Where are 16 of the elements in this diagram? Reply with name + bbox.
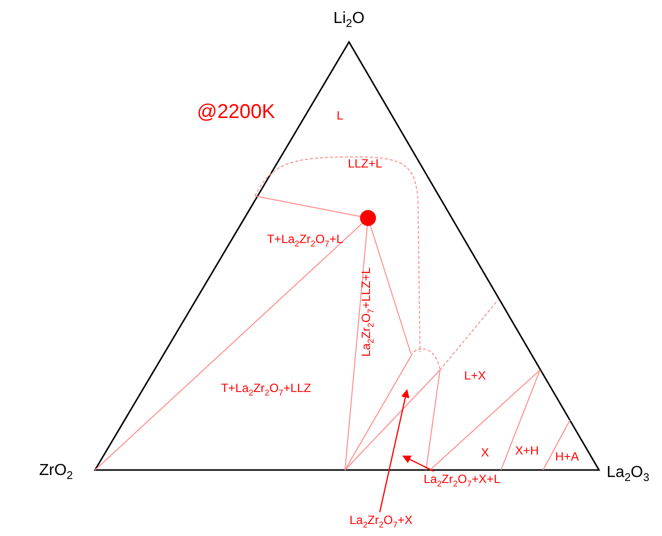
phase-label: X [481, 446, 489, 460]
phase-label: La$_{2}$Zr$_{2}$O$_{7}$+X [349, 514, 413, 530]
phase-label: La$_{2}$Zr$_{2}$O$_{7}$+X+L [424, 473, 500, 489]
phase-label: X+H [515, 444, 539, 458]
phase-label: H+A [555, 450, 579, 464]
leader-arrow [402, 455, 434, 472]
phase-label: T+La$_{2}$Zr$_{2}$O$_{7}$+LLZ [220, 382, 312, 398]
vertex-label: Li$_{2}$O [333, 10, 365, 30]
phase-label: L [336, 109, 344, 123]
vertex-label: La$_{2}$O$_{3}$ [606, 464, 650, 484]
vertex-label: ZrO$_{2}$ [39, 462, 73, 482]
phase-label: T+La$_{2}$Zr$_{2}$O$_{7}$+L [266, 233, 344, 249]
temperature-label: @2200K [196, 101, 276, 123]
phase-label: L+X [464, 369, 486, 383]
phase-label: LLZ+L [348, 157, 382, 171]
leader-arrow [379, 389, 410, 512]
